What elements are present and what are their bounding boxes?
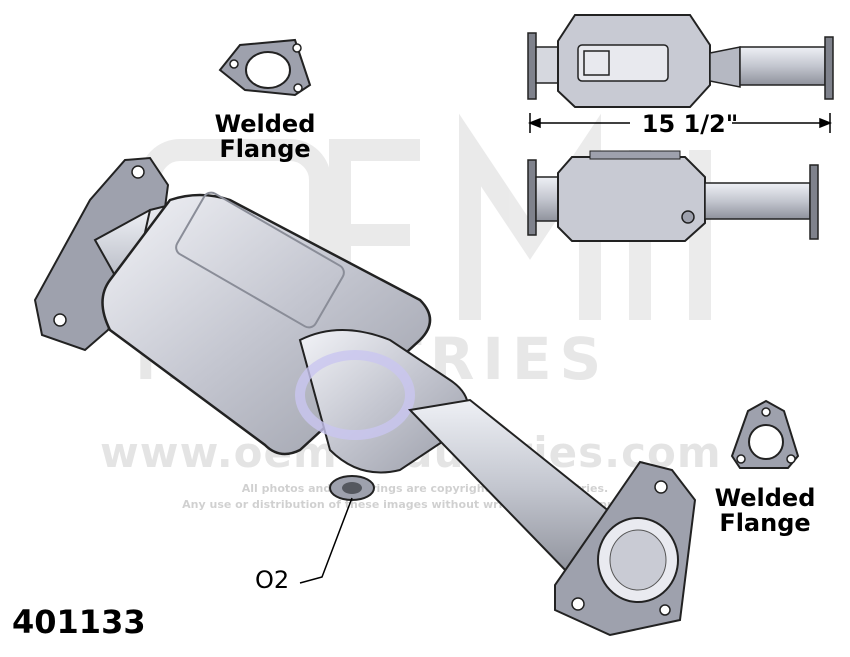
welded-flange-top-line1: Welded (214, 110, 316, 138)
o2-label: O2 (255, 566, 290, 594)
welded-flange-top-label: Welded Flange (205, 110, 325, 164)
o2-leader-line (299, 497, 353, 584)
side-views-drawing (527, 14, 834, 242)
welded-flange-right-icon (730, 399, 800, 469)
o2-sensor-bung (329, 475, 375, 501)
welded-flange-right-line1: Welded (714, 484, 816, 512)
welded-flange-right-line2: Flange (719, 509, 811, 538)
side-view (527, 150, 819, 242)
dimension-label: 15 1/2" (641, 110, 739, 138)
inlet-flange (33, 156, 170, 352)
welded-flange-top-icon (218, 38, 312, 97)
outlet-flange (554, 460, 697, 637)
part-number: 401133 (12, 603, 146, 641)
dimension-line (527, 113, 833, 133)
top-view (527, 14, 834, 108)
welded-flange-right-label: Welded Flange (705, 484, 825, 538)
welded-flange-top-line2: Flange (219, 135, 311, 164)
